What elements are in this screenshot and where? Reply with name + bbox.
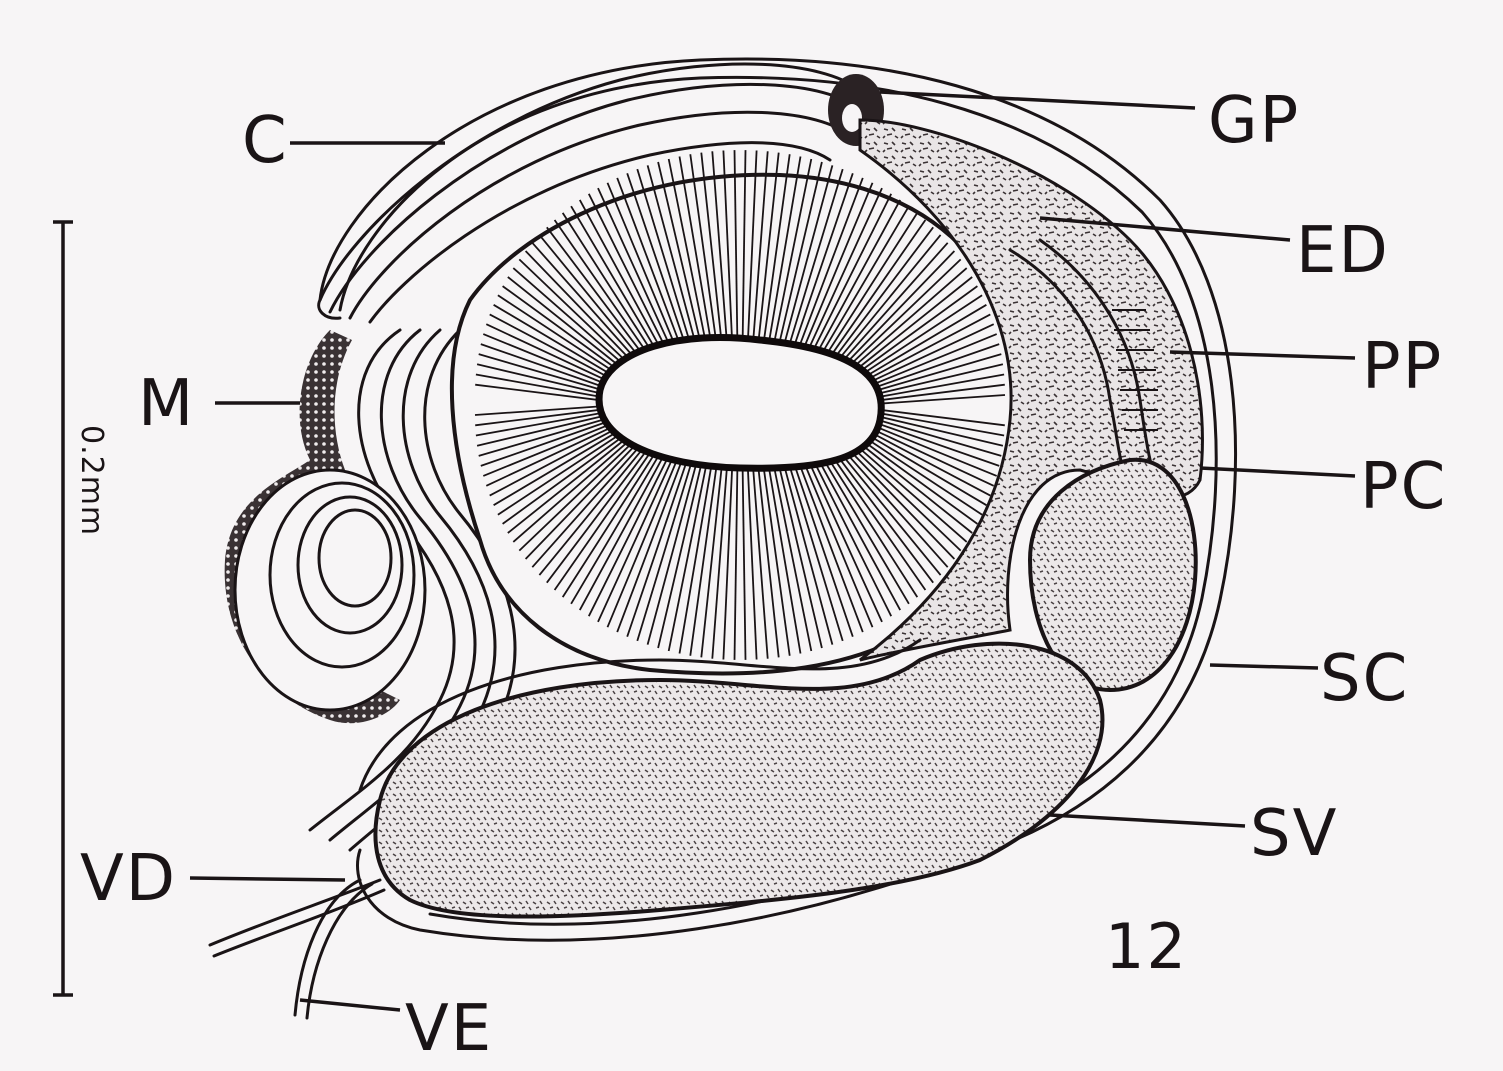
label-ve: VE [405, 992, 493, 1066]
label-gp: GP [1208, 84, 1300, 158]
label-vd: VD [80, 842, 177, 916]
scale-bar-label: 0.2mm [74, 425, 109, 536]
label-m: M [138, 367, 195, 441]
vasa [210, 880, 384, 1018]
seminal-vesicle [360, 640, 1102, 917]
figure-number: 12 [1105, 910, 1188, 983]
label-ed: ED [1296, 214, 1390, 288]
label-sv: SV [1250, 797, 1338, 871]
label-pc: PC [1360, 450, 1447, 524]
label-pp: PP [1362, 330, 1443, 404]
label-c: C [242, 104, 289, 178]
coiled-duct [235, 470, 425, 710]
label-sc: SC [1320, 642, 1409, 716]
